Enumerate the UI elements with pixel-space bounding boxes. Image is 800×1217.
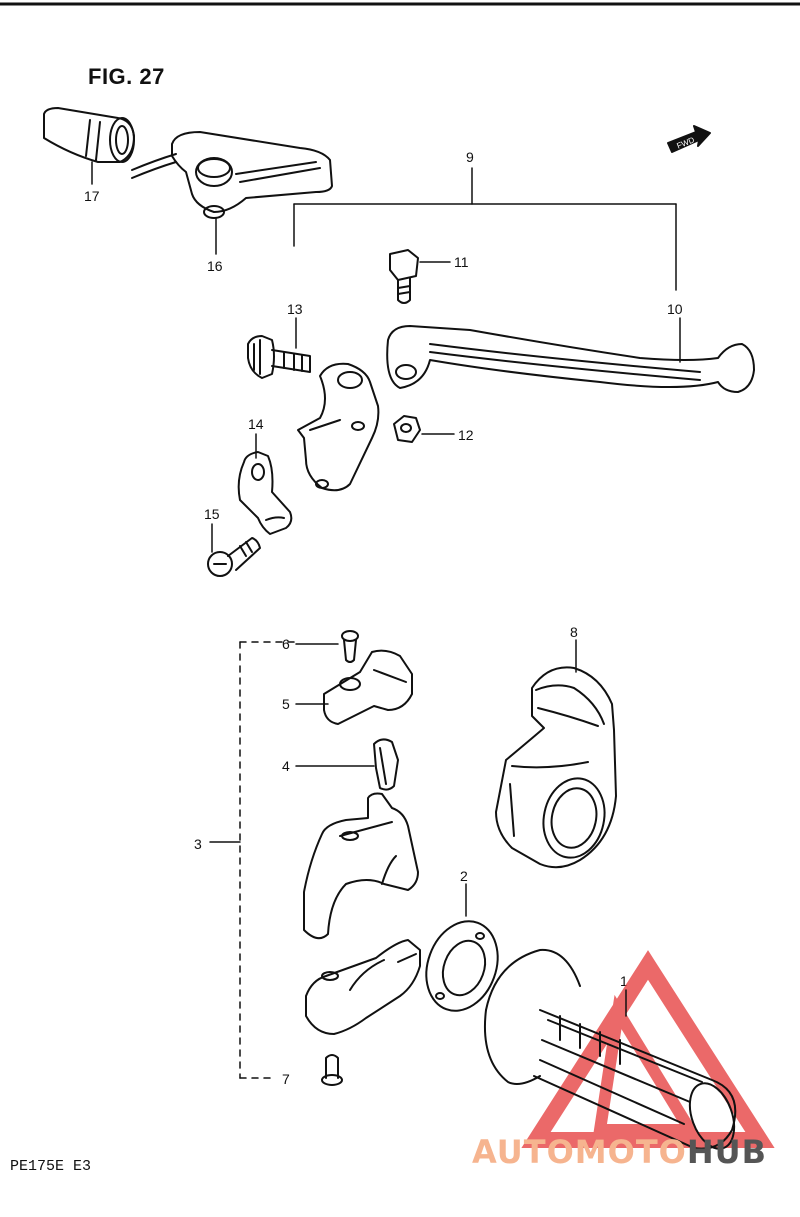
part-6-screw — [341, 630, 359, 663]
callout-1: 1 — [620, 973, 628, 989]
part-15-screw — [207, 537, 261, 577]
callout-11: 11 — [454, 254, 469, 270]
callout-14: 14 — [248, 416, 264, 432]
watermark-text: AUTOMOTOHUB — [472, 1133, 767, 1171]
callout-8: 8 — [570, 624, 578, 640]
watermark-part2: HUB — [686, 1133, 768, 1171]
callout-12: 12 — [458, 427, 474, 443]
callout-13: 13 — [287, 301, 303, 317]
callout-16: 16 — [207, 258, 223, 274]
switch-housing-upper — [303, 792, 419, 940]
part-2-washer — [425, 920, 499, 1012]
lever-bracket — [297, 362, 380, 492]
callout-17: 17 — [84, 188, 100, 204]
callout-9: 9 — [466, 149, 474, 165]
part-16-holder — [131, 131, 333, 219]
part-17-boot — [43, 107, 135, 163]
leader-9 — [293, 167, 677, 291]
callout-2: 2 — [460, 868, 468, 884]
part-14-clamp — [237, 451, 293, 535]
callout-15: 15 — [204, 506, 220, 522]
fwd-text: FWD — [675, 135, 695, 150]
watermark-logo — [521, 950, 775, 1148]
callout-7: 7 — [282, 1071, 290, 1087]
callout-4: 4 — [282, 758, 290, 774]
part-10-lever — [386, 325, 755, 393]
callout-6: 6 — [282, 636, 290, 652]
part-5-plate — [323, 649, 413, 725]
part-7-screw — [321, 1054, 343, 1086]
switch-housing-lower — [305, 939, 421, 1035]
callout-3: 3 — [194, 836, 202, 852]
part-13-adjuster — [247, 335, 311, 379]
part-1-grip — [483, 948, 737, 1150]
figure-title: FIG. 27 — [88, 64, 165, 89]
drawing-code: PE175E E3 — [10, 1158, 92, 1175]
watermark-part1: AUTOMOTO — [472, 1133, 687, 1171]
callout-5: 5 — [282, 696, 290, 712]
callout-10: 10 — [667, 301, 683, 317]
leader-3 — [239, 641, 301, 1079]
part-4-clip — [373, 738, 399, 791]
part-11-bolt — [389, 249, 419, 304]
fwd-arrow: FWD — [667, 125, 711, 153]
part-12-nut — [393, 415, 421, 443]
part-8-cover — [495, 666, 617, 869]
